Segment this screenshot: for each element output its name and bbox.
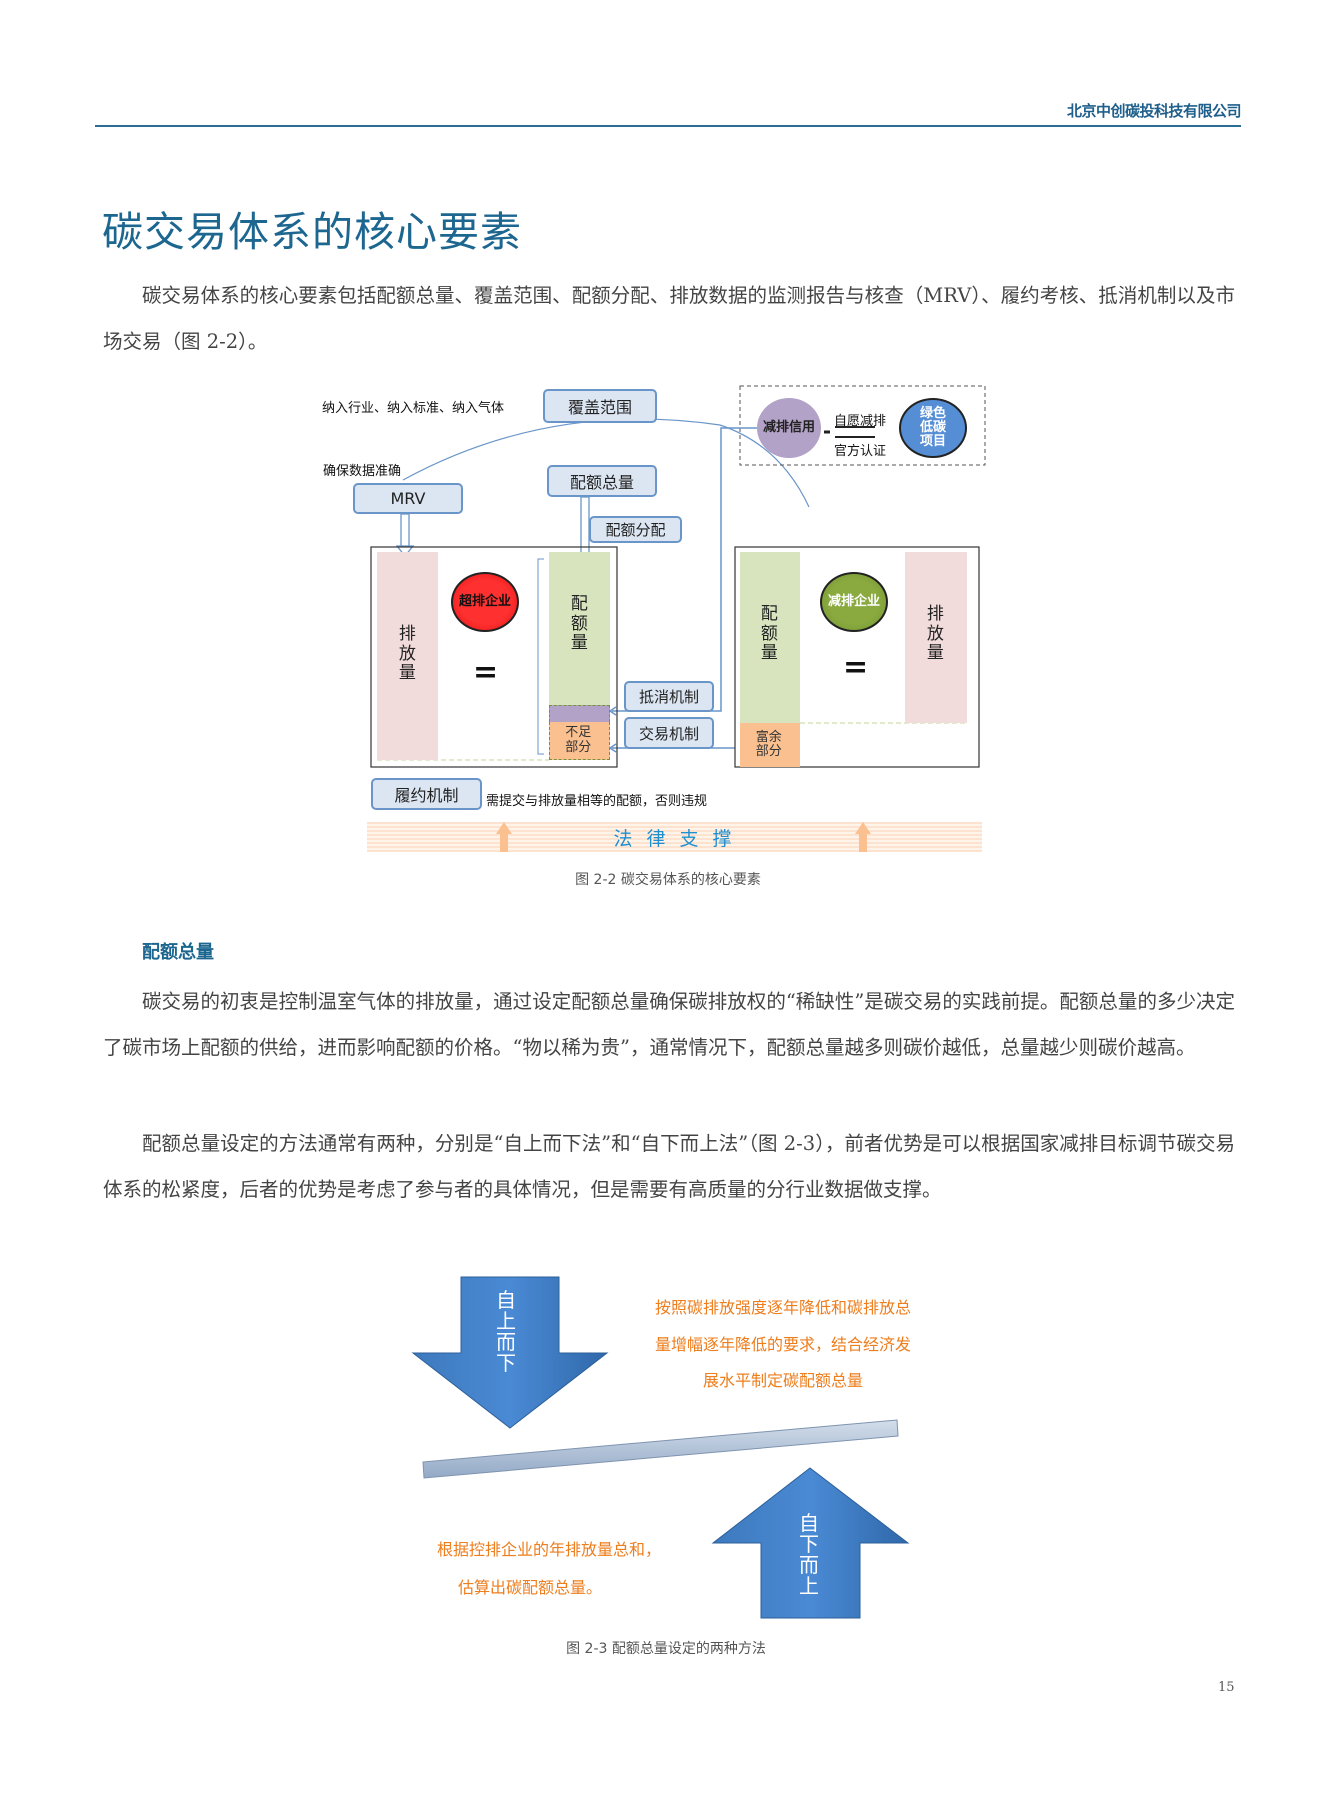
- bottom-up-desc-1: 根据控排企业的年排放量总和，: [436, 1540, 662, 1559]
- figure-cap-setting-methods: 自上而下 按照碳排放强度逐年降低和碳排放总 量增幅逐年降低的要求，结合经济发 展…: [380, 1250, 960, 1710]
- reducer-circle: 减排企业: [820, 572, 888, 632]
- left-allowance-label: 配额量: [570, 594, 588, 654]
- surplus-portion: 富余部分: [740, 723, 800, 767]
- top-down-desc-2: 量增幅逐年降低的要求，结合经济发: [654, 1335, 912, 1354]
- right-equals: =: [843, 650, 869, 685]
- offset-portion: [549, 705, 610, 722]
- compliance-box: 履约机制: [371, 778, 482, 810]
- cap-box: 配额总量: [547, 465, 657, 497]
- trading-box: 交易机制: [624, 717, 714, 749]
- right-emission-label: 排放量: [926, 604, 944, 664]
- top-down-label: 自上而下: [496, 1288, 516, 1375]
- scope-note: 纳入行业、纳入标准、纳入气体: [322, 401, 505, 416]
- bar-shape: [422, 1419, 899, 1479]
- figure1-caption: 图 2-2 碳交易体系的核心要素: [575, 872, 761, 888]
- figure2-caption: 图 2-3 配额总量设定的两种方法: [566, 1641, 766, 1657]
- down-arrow-shape: [411, 1276, 609, 1429]
- section-paragraph-2: 配额总量设定的方法通常有两种，分别是“自上而下法”和“自下而上法”（图 2-3）…: [103, 1132, 1235, 1201]
- offset-box: 抵消机制: [624, 681, 714, 712]
- shortfall-label: 不足部分: [565, 725, 592, 755]
- compliance-note: 需提交与排放量相等的配额，否则违规: [486, 794, 708, 809]
- left-allowance-bar: [549, 552, 610, 705]
- top-down-desc-3: 展水平制定碳配额总量: [702, 1371, 864, 1390]
- legal-support-band: 法 律 支 撑: [367, 822, 982, 852]
- mrv-box: MRV: [353, 483, 463, 514]
- up-arrow-shape: [711, 1467, 910, 1619]
- right-allowance-bar: [740, 552, 800, 723]
- section-heading: 配额总量: [142, 942, 214, 963]
- credit-circle: 减排信用: [757, 398, 821, 458]
- mrv-note: 确保数据准确: [323, 464, 402, 479]
- bottom-up-label: 自下而上: [799, 1511, 819, 1598]
- company-name: 北京中创碳投科技有限公司: [1066, 102, 1242, 120]
- top-down-desc-1: 按照碳排放强度逐年降低和碳排放总: [654, 1298, 912, 1317]
- left-equals: =: [473, 655, 499, 690]
- surplus-label: 富余部分: [755, 729, 782, 759]
- figure-carbon-trading-elements: 纳入行业、纳入标准、纳入气体 覆盖范围 确保数据准确 MRV 配额总量 配额分配…: [300, 370, 1000, 890]
- left-emission-bar: [377, 552, 438, 760]
- left-emission-label: 排放量: [398, 624, 416, 684]
- voluntary-label: 自愿减排: [834, 414, 887, 429]
- shortfall-portion: 不足部分: [549, 722, 610, 760]
- intro-paragraph: 碳交易体系的核心要素包括配额总量、覆盖范围、配额分配、排放数据的监测报告与核查（…: [103, 284, 1235, 353]
- section-paragraph-1: 碳交易的初衷是控制温室气体的排放量，通过设定配额总量确保碳排放权的“稀缺性”是碳…: [103, 990, 1235, 1059]
- certified-label: 官方认证: [834, 444, 887, 459]
- scope-box: 覆盖范围: [543, 389, 657, 423]
- allocation-box: 配额分配: [589, 516, 682, 543]
- bottom-up-desc-2: 估算出碳配额总量。: [457, 1578, 603, 1597]
- right-allowance-label: 配额量: [760, 604, 778, 664]
- over-emitter-circle: 超排企业: [451, 572, 519, 632]
- green-project-circle: 绿色低碳项目: [899, 398, 967, 458]
- page-number: 15: [1218, 1680, 1235, 1695]
- right-emission-bar: [905, 552, 967, 723]
- page-title: 碳交易体系的核心要素: [102, 208, 522, 256]
- header-divider: [95, 125, 1241, 127]
- legal-support-label: 法 律 支 撑: [613, 827, 736, 850]
